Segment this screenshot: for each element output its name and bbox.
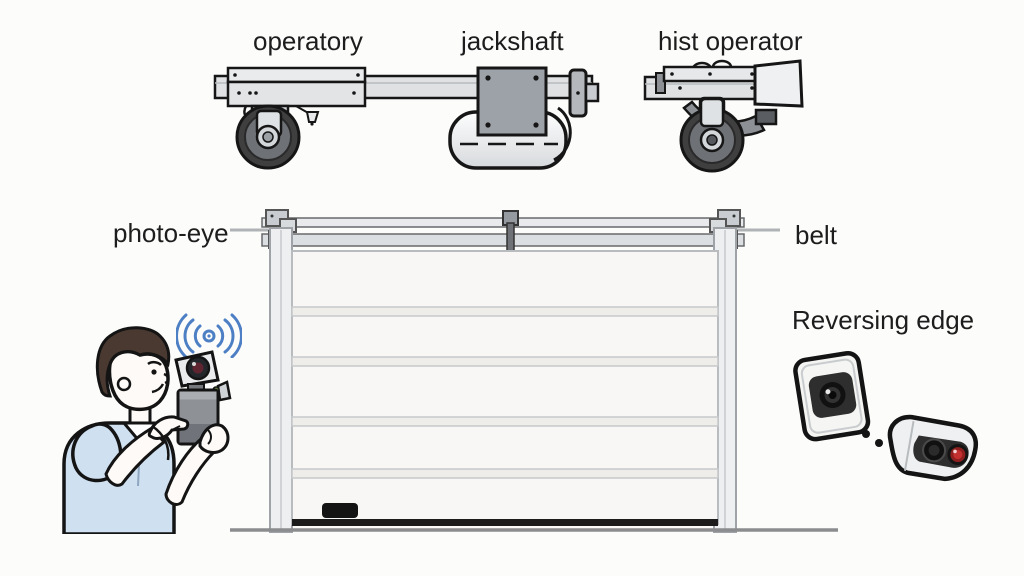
label-jackshaft: jackshaft [461, 26, 564, 56]
wireless-signal-icon [176, 313, 242, 358]
motor-cord [553, 106, 572, 162]
torsion-bar [261, 233, 745, 247]
wall-photo-eye-sensor-icon [793, 351, 871, 442]
technician-with-photo-eye-illustration [62, 326, 232, 534]
panel-groove [291, 468, 719, 479]
panel-groove [291, 416, 719, 427]
label-operatory: operatory [253, 26, 363, 56]
label-reversing-edge: Reversing edge [792, 305, 975, 335]
forearm-pointing [104, 426, 167, 487]
sensor-beam-dots-icon [862, 430, 883, 447]
eyebrow [147, 360, 162, 366]
hoist-operator-illustration [643, 59, 804, 173]
hoist-motor-box [753, 59, 804, 108]
label-belt: belt [795, 220, 837, 250]
label-photo-eye: photo-eye [113, 218, 229, 248]
label-hist-operator: hist operator [658, 26, 803, 56]
garage-door-illustration [230, 209, 838, 533]
bottom-seal [292, 519, 718, 526]
door-panels [291, 250, 719, 525]
eye [151, 369, 157, 375]
forearm-holding [164, 435, 217, 506]
reversing-edge-sensor-icon [887, 414, 978, 482]
mouth [151, 383, 165, 394]
door-handle [322, 503, 358, 518]
panel-groove [291, 356, 719, 367]
rail-trolley-illustration [213, 66, 600, 170]
hair [95, 326, 171, 398]
release-cord-bell [305, 111, 320, 123]
holding-hand [198, 423, 230, 455]
trolley-top-plate [226, 66, 367, 84]
panel-groove [291, 306, 719, 317]
nose [163, 372, 170, 385]
trolley-body [226, 80, 367, 108]
ear [116, 376, 132, 392]
hoist-top-plate [662, 65, 762, 83]
